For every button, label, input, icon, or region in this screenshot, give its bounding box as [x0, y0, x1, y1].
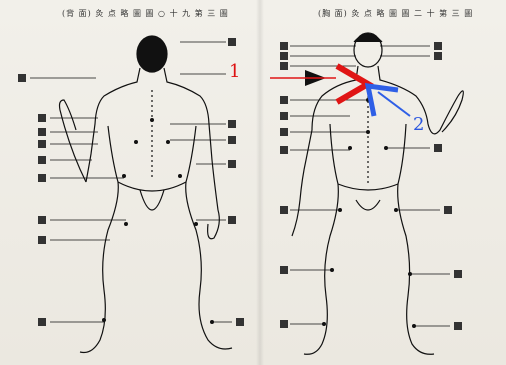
acupoint [178, 174, 182, 178]
acupoint [348, 146, 352, 150]
acupoint-dots [102, 98, 416, 328]
back-lowered-hand [208, 210, 220, 239]
blue-arrow-icon [368, 86, 398, 116]
acupoint [150, 118, 154, 122]
acupoint [166, 140, 170, 144]
front-right-leg [398, 124, 434, 354]
front-raised-hand [442, 91, 463, 132]
acupoint [194, 222, 198, 226]
front-hair [354, 34, 382, 42]
blue-leader-line [378, 92, 410, 116]
front-groin [356, 200, 380, 210]
back-right-shoulder-arm [164, 68, 218, 210]
front-figure [292, 33, 463, 354]
back-figure [60, 36, 233, 353]
acupoint [102, 318, 106, 322]
front-left-leg [304, 124, 338, 354]
acupoint [124, 222, 128, 226]
back-waist [118, 182, 186, 191]
front-left-shoulder-arm [292, 66, 358, 236]
back-left-shoulder-arm [86, 68, 140, 182]
back-raised-hand [60, 100, 87, 182]
red-marker-number: 1 [229, 61, 240, 82]
acupoint [134, 140, 138, 144]
leader-lines [30, 42, 450, 326]
front-waist [338, 184, 398, 190]
back-buttocks [140, 190, 164, 210]
back-head [137, 36, 167, 72]
acupoint [122, 174, 126, 178]
blue-marker-number: 2 [413, 114, 424, 135]
